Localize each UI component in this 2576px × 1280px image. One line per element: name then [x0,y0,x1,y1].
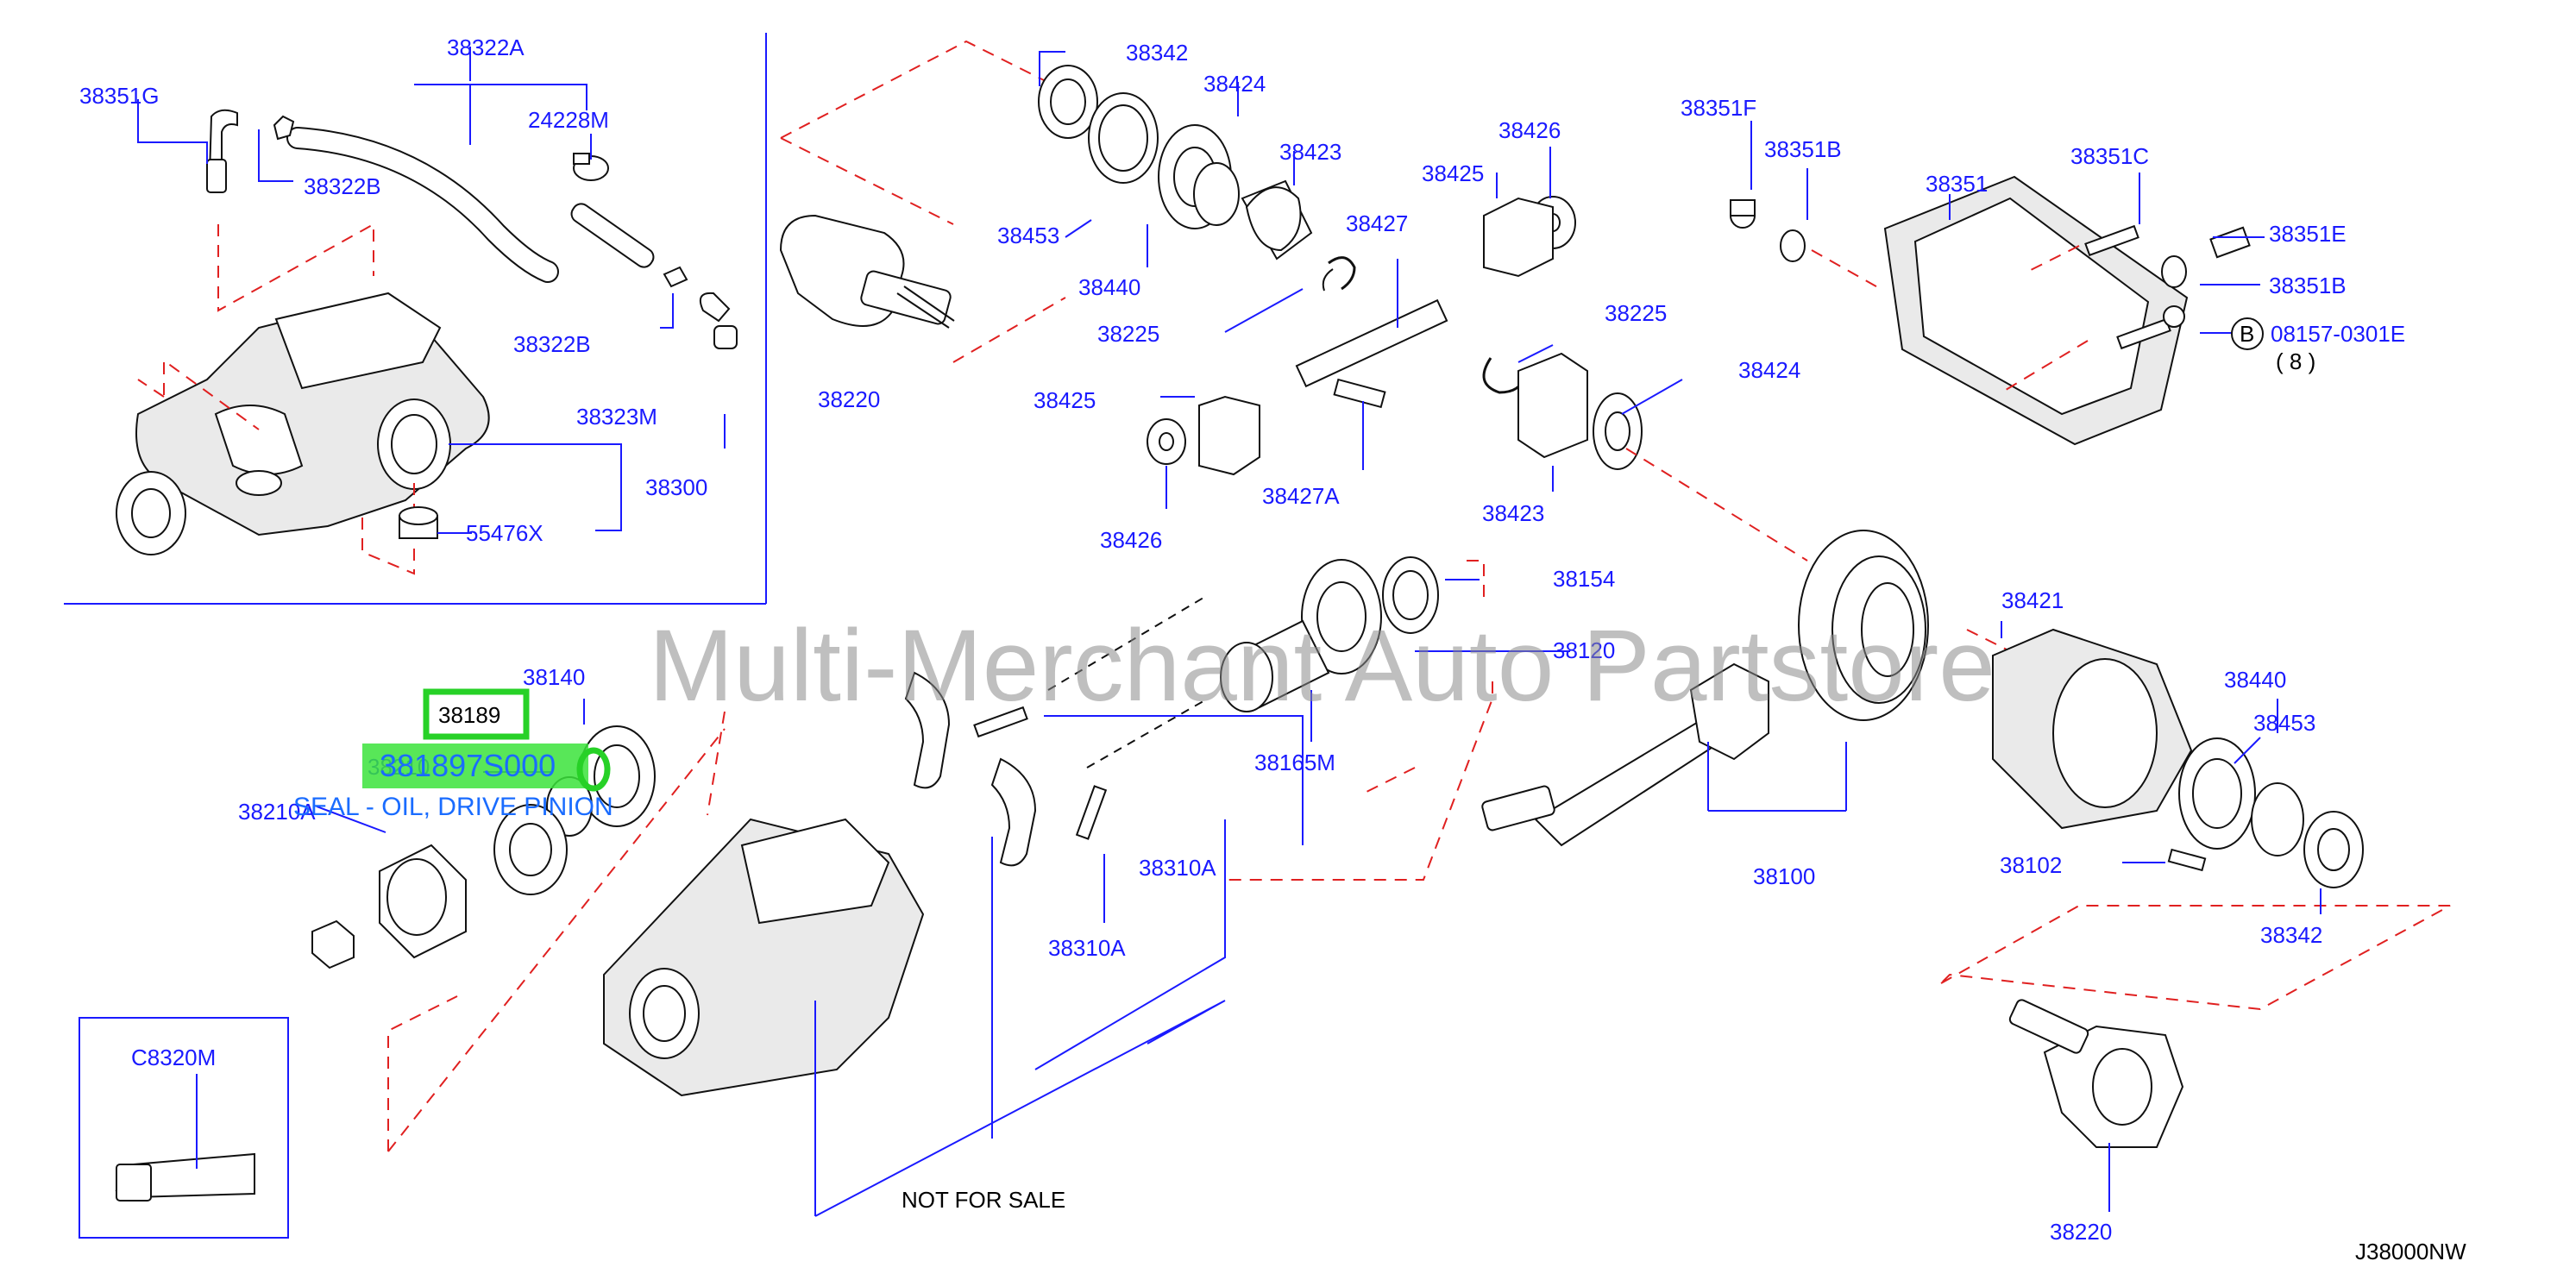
callout-38322B-upper[interactable]: 38322B [304,173,381,199]
lower-housing [603,818,925,1097]
callout-38424-upper[interactable]: 38424 [1203,71,1266,97]
callout-38100[interactable]: 38100 [1753,863,1815,889]
callout-24228M[interactable]: 24228M [528,107,609,133]
cross-pin-group [1295,256,1448,409]
callout-38225-right[interactable]: 38225 [1605,300,1667,326]
selected-part-highlight: 38189 381897S000 SEAL - OIL, DRIVE PINIO… [293,688,613,821]
vent-hose-group [206,109,738,349]
ring-gear [1798,530,1929,721]
callout-38154[interactable]: 38154 [1553,566,1615,592]
callout-labels: 38322A 38351G 24228M 38322B 38322B 38323… [79,35,2466,1264]
not-for-sale-label: NOT FOR SALE [902,1187,1065,1213]
callout-38423-upper[interactable]: 38423 [1279,139,1341,165]
callout-38440-upper[interactable]: 38440 [1078,274,1140,300]
selected-label[interactable]: 38189 [438,702,500,728]
callout-38426-left[interactable]: 38426 [1100,527,1162,553]
callout-38310A-right[interactable]: 38310A [1139,855,1216,881]
quantity-note: ( 8 ) [2276,348,2315,374]
callout-38426-right[interactable]: 38426 [1498,117,1561,143]
selected-label-frame [423,688,530,740]
callout-38140[interactable]: 38140 [523,664,585,690]
sealant-inset [79,1017,289,1239]
callout-38342-lower[interactable]: 38342 [2260,922,2322,948]
callout-38351F[interactable]: 38351F [1681,95,1756,121]
callout-38102[interactable]: 38102 [2000,852,2062,878]
callout-38310A-lower[interactable]: 38310A [1048,935,1126,961]
seal-highlight-ring [576,747,611,792]
callout-38351G[interactable]: 38351G [79,83,160,109]
callout-38323M[interactable]: 38323M [576,404,657,430]
axle-housing-assembly [116,292,490,555]
callout-38440-lower[interactable]: 38440 [2224,667,2286,693]
selected-part-description: SEAL - OIL, DRIVE PINION [293,793,613,821]
callout-38351[interactable]: 38351 [1926,171,1988,197]
callout-38351B-lower[interactable]: 38351B [2269,273,2347,298]
callout-38453-lower[interactable]: 38453 [2253,710,2315,736]
bolt-marker: B [2231,317,2264,350]
callout-08157-0301E[interactable]: 08157-0301E [2271,321,2405,347]
pinion-bearings-middle [1220,556,1439,712]
selected-part-number[interactable]: 381897S000 [380,748,556,783]
callout-C8320M[interactable]: C8320M [131,1045,216,1070]
callout-38220-upper[interactable]: 38220 [818,386,880,412]
pinion-flange-lower [2008,999,2184,1148]
callout-38424-right[interactable]: 38424 [1738,357,1800,383]
callout-38421[interactable]: 38421 [2001,587,2064,613]
callout-38165M[interactable]: 38165M [1254,750,1335,775]
part-number-highlight [362,744,588,788]
callout-38351E[interactable]: 38351E [2269,221,2347,247]
callout-38322B-lower[interactable]: 38322B [513,331,591,357]
filler-plug [399,506,438,539]
callout-38425-left[interactable]: 38425 [1034,387,1096,413]
callout-38210A[interactable]: 38210A [238,799,316,825]
callout-38453-upper[interactable]: 38453 [997,223,1059,248]
callout-38120[interactable]: 38120 [1553,637,1615,663]
callout-55476X[interactable]: 55476X [466,520,543,546]
callout-38423-right[interactable]: 38423 [1482,500,1544,526]
diagram-code: J38000NW [2355,1239,2466,1264]
callout-38425-right[interactable]: 38425 [1422,160,1484,186]
drive-pinion [1481,662,1769,847]
leader-lines [137,47,2322,1217]
bolt-marker-letter: B [2240,321,2254,347]
callout-38342-upper[interactable]: 38342 [1126,40,1188,66]
side-gears-and-washers [1147,196,1643,476]
callout-38351B-upper[interactable]: 38351B [1764,136,1842,162]
rear-cover [1730,175,2251,446]
bearing-stack-upper [1038,65,1313,260]
callout-38322A[interactable]: 38322A [447,35,525,60]
inset-frame [64,33,767,605]
callout-38220-lower[interactable]: 38220 [2050,1219,2112,1245]
callout-38300[interactable]: 38300 [645,474,707,500]
bracket-and-bolts [904,594,1209,867]
callout-38427A[interactable]: 38427A [1262,483,1340,509]
watermark: Multi-Merchant Auto Partstore [649,609,1995,723]
callout-38351C[interactable]: 38351C [2070,143,2149,169]
callout-38427[interactable]: 38427 [1346,210,1408,236]
pinion-flange-upper [779,214,955,329]
differential-case [1992,628,2364,888]
callout-38225-upper[interactable]: 38225 [1097,321,1159,347]
